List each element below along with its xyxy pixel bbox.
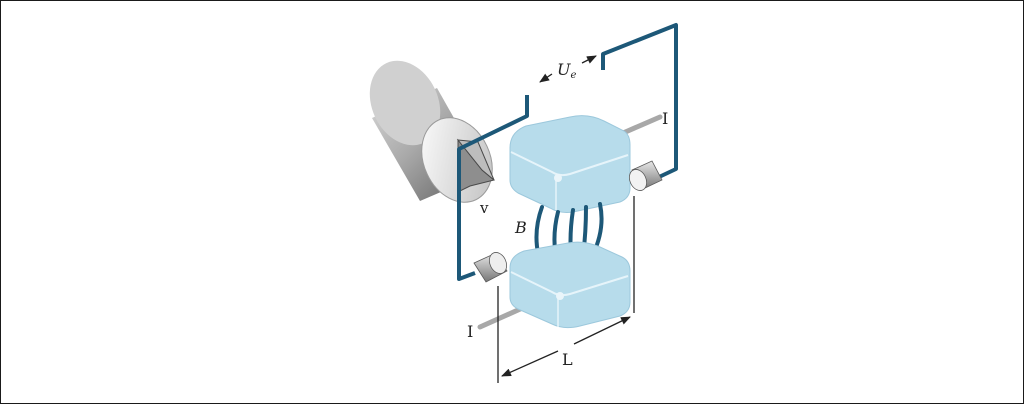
voltage-label: Ue <box>557 60 576 81</box>
voltage-indicator <box>539 55 597 83</box>
length-dimension <box>497 196 635 383</box>
velocity-label: v <box>479 199 489 217</box>
electrode-left <box>473 252 508 283</box>
circuit-wire-right <box>601 23 678 179</box>
measurement-circuit <box>457 23 678 281</box>
current-label-bottom: I <box>467 322 473 341</box>
pipe-back-end <box>369 60 441 146</box>
length-label: L <box>562 350 573 369</box>
dimension-arrow-right <box>573 316 631 345</box>
current-label-top: I <box>662 109 668 128</box>
electrode-right <box>628 160 663 191</box>
circuit-wire-left <box>457 95 529 281</box>
voltage-arrow-right <box>581 55 597 64</box>
magnet-pole-bottom <box>509 241 631 329</box>
field-label: B <box>514 218 527 237</box>
magnet-pole-top <box>509 115 631 213</box>
voltage-arrow-left <box>539 73 553 83</box>
dimension-arrow-left <box>501 350 559 377</box>
flow-pipe <box>369 60 496 203</box>
